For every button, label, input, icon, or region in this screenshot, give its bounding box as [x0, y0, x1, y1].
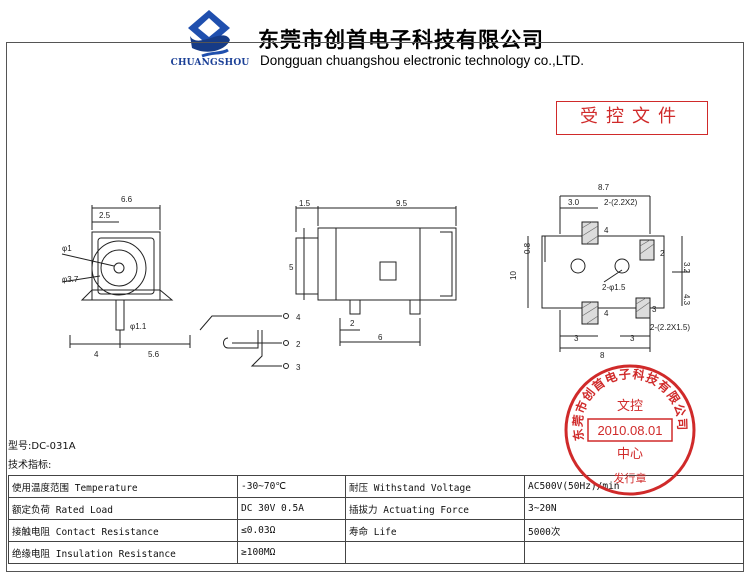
dim-pad-top-size: 2-(2.2X2) [604, 198, 638, 207]
table-row: 使用温度范围 Temperature -30~70℃ 耐压 Withstand … [8, 475, 744, 498]
dim-side-height: 5 [289, 263, 294, 272]
pin-label-4: 4 [296, 313, 301, 322]
spec-value: DC 30V 0.5A [237, 497, 346, 520]
controlled-document-stamp: 受控文件 [556, 101, 708, 135]
dim-side-pin-gap: 2 [350, 319, 355, 328]
spec-name-2: 寿命 Life [345, 519, 525, 542]
company-seal: 东莞市创首电子科技有限公司 文控 2010.08.01 中心 发行章 [564, 364, 696, 496]
dim-outer-diameter: φ3.7 [62, 275, 79, 284]
dim-front-width: 6.6 [121, 195, 133, 204]
dim-bot-left: 3 [574, 334, 579, 343]
dim-front-right: 5.6 [148, 350, 160, 359]
dim-inner-diameter: φ1 [62, 244, 72, 253]
spec-table: 使用温度范围 Temperature -30~70℃ 耐压 Withstand … [8, 475, 744, 564]
spec-value: -30~70℃ [237, 475, 346, 498]
model-number: 型号:DC-031A [8, 441, 76, 452]
spec-value: ≤0.03Ω [237, 519, 346, 542]
dim-pad-bot-size: 2-(2.2X1.5) [650, 323, 690, 332]
dim-right-top: 3.2 [682, 262, 691, 274]
side-view-body [317, 227, 457, 301]
company-logo-icon [188, 10, 230, 58]
pad-label-4-top: 4 [604, 226, 609, 235]
dim-pin-diameter: φ1.1 [130, 322, 147, 331]
spec-name-2: 插拔力 Actuating Force [345, 497, 525, 520]
dim-side-length: 9.5 [396, 199, 408, 208]
dim-front-left: 4 [94, 350, 99, 359]
pin-label-3: 3 [296, 363, 301, 372]
dim-bottom-width: 8.7 [598, 183, 610, 192]
dim-front-half: 2.5 [99, 211, 111, 220]
spec-name: 接触电阻 Contact Resistance [8, 519, 238, 542]
pad-2-right [639, 239, 655, 261]
dim-pad-top: 3.0 [568, 198, 580, 207]
dim-side-small: 1.5 [299, 199, 311, 208]
spec-value: ≥100MΩ [237, 541, 346, 564]
pad-label-2: 2 [660, 249, 665, 258]
table-row: 绝缘电阻 Insulation Resistance ≥100MΩ [8, 541, 744, 564]
spec-value-2 [524, 541, 744, 564]
spec-name: 使用温度范围 Temperature [8, 475, 238, 498]
dim-bot-right: 3 [630, 334, 635, 343]
seal-line2: 中心 [617, 447, 643, 462]
pad-4-top [581, 221, 599, 245]
spec-name: 绝缘电阻 Insulation Resistance [8, 541, 238, 564]
table-row: 额定负荷 Rated Load DC 30V 0.5A 插拔力 Actuatin… [8, 497, 744, 520]
spec-name-2 [345, 541, 525, 564]
seal-line1: 文控 [617, 399, 643, 414]
drawing-sheet [6, 42, 744, 572]
spec-title: 技术指标: [8, 460, 52, 471]
pad-4-bottom [581, 301, 599, 325]
dim-side-pin-span: 6 [378, 333, 383, 342]
table-row: 接触电阻 Contact Resistance ≤0.03Ω 寿命 Life 5… [8, 519, 744, 542]
dim-right-bot: 4.3 [682, 294, 691, 306]
company-name-cn: 东莞市创首电子科技有限公司 [258, 27, 544, 52]
spec-value-2: 5000次 [524, 519, 744, 542]
pad-3-right [635, 297, 651, 319]
brand-name: CHUANGSHOU [170, 58, 250, 68]
dim-bot-width: 8 [600, 351, 605, 360]
bottom-view-body [541, 235, 665, 309]
seal-date: 2010.08.01 [597, 423, 662, 438]
dim-bottom-height: 10 [509, 271, 518, 280]
pad-label-3: 3 [652, 305, 657, 314]
seal-bottom: 发行章 [614, 471, 647, 485]
pad-label-4-bottom: 4 [604, 309, 609, 318]
spec-value-2: 3~20N [524, 497, 744, 520]
dim-hole: 2-φ1.5 [602, 283, 626, 292]
spec-name: 额定负荷 Rated Load [8, 497, 238, 520]
company-name-en: Dongguan chuangshou electronic technolog… [258, 53, 586, 68]
spec-name-2: 耐压 Withstand Voltage [345, 475, 525, 498]
pin-label-2: 2 [296, 340, 301, 349]
dim-gap-v: 0.8 [523, 242, 532, 254]
